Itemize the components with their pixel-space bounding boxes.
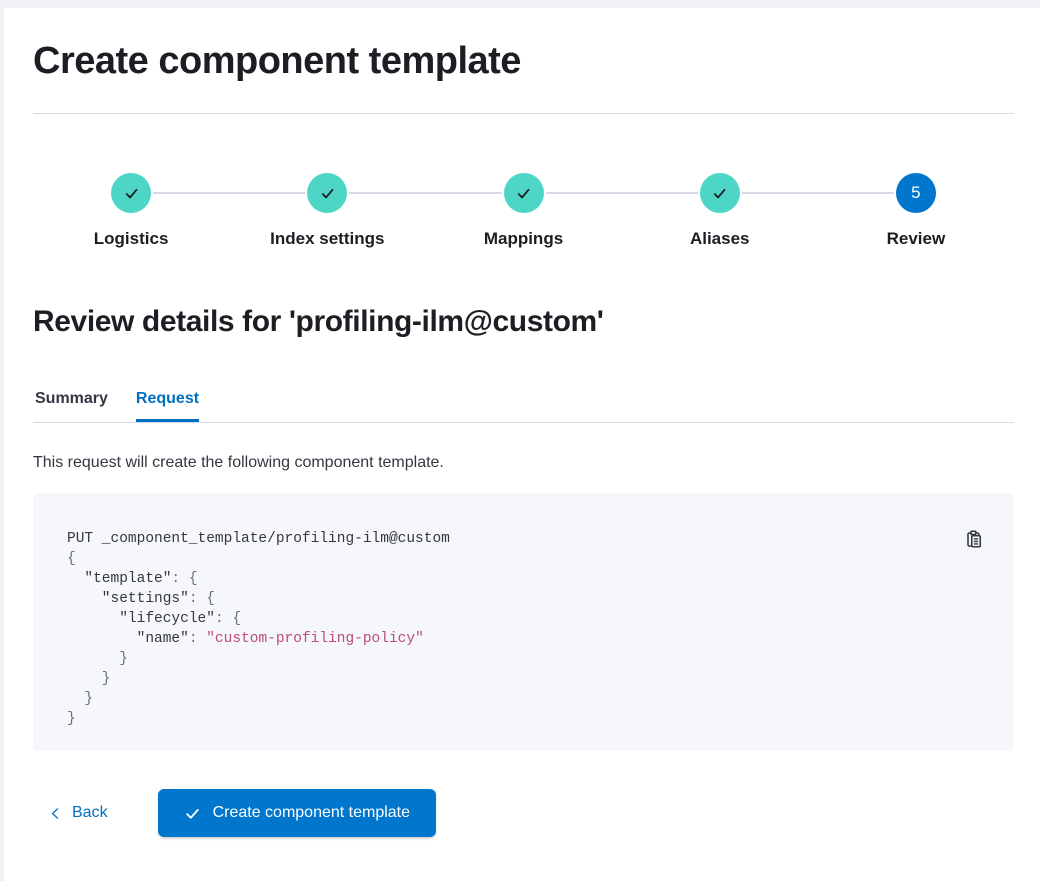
tabs: Summary Request	[33, 387, 1014, 423]
code-line: }	[67, 671, 111, 687]
code-line: }	[67, 691, 94, 707]
review-heading: Review details for 'profiling-ilm@custom…	[33, 305, 604, 338]
code-line: {	[67, 551, 76, 567]
window-top-edge	[0, 0, 1040, 8]
chevron-left-icon	[52, 807, 59, 819]
code-line: }	[67, 651, 128, 667]
code-line: "template": {	[67, 571, 198, 587]
code-block: PUT _component_template/profiling-ilm@cu…	[33, 493, 1014, 751]
tab-summary[interactable]: Summary	[35, 390, 108, 407]
step-label: Index settings	[270, 229, 385, 248]
check-icon	[517, 188, 530, 198]
step-label: Logistics	[93, 229, 169, 248]
step-aliases[interactable]: Aliases	[621, 173, 819, 251]
header-divider	[33, 113, 1014, 114]
step-index-settings[interactable]: Index settings	[229, 173, 426, 251]
wizard-footer: Back Create component template	[33, 789, 1014, 837]
tab-request[interactable]: Request	[136, 387, 199, 422]
step-logistics[interactable]: Logistics	[33, 173, 230, 251]
step-number-badge: 5	[895, 173, 936, 213]
step-complete-badge	[111, 173, 152, 213]
step-complete-badge	[699, 173, 740, 213]
code-content: PUT _component_template/profiling-ilm@cu…	[67, 529, 954, 729]
code-line: "lifecycle": {	[67, 611, 242, 627]
code-line: "name": "custom-profiling-policy"	[67, 631, 424, 647]
copy-to-clipboard-button[interactable]	[962, 527, 986, 551]
code-line: }	[67, 711, 76, 727]
window-left-edge	[0, 0, 4, 881]
page-title: Create component template	[33, 40, 521, 82]
step-complete-badge	[307, 173, 348, 213]
create-button-label: Create component template	[212, 804, 411, 821]
check-icon	[185, 808, 199, 819]
request-description: This request will create the following c…	[33, 454, 444, 471]
check-icon	[125, 188, 137, 198]
copy-clipboard-icon	[967, 530, 982, 548]
code-line: "settings": {	[67, 591, 215, 607]
step-complete-badge	[503, 173, 544, 213]
back-button[interactable]: Back	[41, 804, 116, 822]
code-line: PUT _component_template/profiling-ilm@cu…	[67, 531, 450, 547]
step-mappings[interactable]: Mappings	[425, 173, 622, 251]
step-label: Mappings	[483, 229, 564, 248]
step-label: Aliases	[689, 229, 750, 248]
back-button-label: Back	[72, 804, 108, 821]
check-icon	[321, 188, 334, 198]
create-component-template-button[interactable]: Create component template	[157, 789, 437, 837]
step-label: Review	[886, 229, 946, 248]
check-icon	[714, 188, 726, 198]
create-component-template-page: Create component template Logistics Index…	[4, 8, 1040, 881]
